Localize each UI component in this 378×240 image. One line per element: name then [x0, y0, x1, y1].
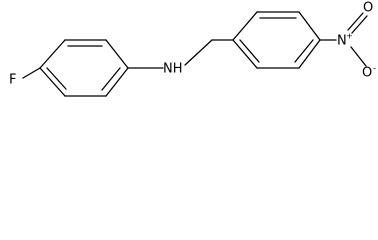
- nitro-nitrogen-label: N: [337, 34, 347, 49]
- nitro-oxygen-top-label: O: [363, 1, 373, 16]
- ring2-double-3: [239, 39, 260, 63]
- ring1-bond-1: [39, 39, 66, 69]
- fluorophenyl-ring: [22, 39, 129, 97]
- fluorine-label: F: [9, 73, 16, 88]
- ring2-bond-4: [298, 39, 321, 69]
- nitro-minus-charge: -: [373, 64, 376, 73]
- ring1-bond-6: [39, 67, 66, 97]
- ring1-bond-4: [105, 67, 129, 97]
- nitro-plus-charge: +: [346, 32, 353, 41]
- ring2-bond-1: [232, 11, 258, 41]
- nitrophenyl-ring: [232, 11, 321, 69]
- amine-label: NH: [163, 62, 183, 77]
- nitro-oxygen-bottom-label: O: [362, 66, 372, 81]
- bond-nitro-n-o-top: [351, 15, 368, 34]
- ring1-double-3: [46, 67, 67, 90]
- bond-n-ch2: [184, 39, 213, 66]
- ring2-bond-3: [298, 11, 321, 41]
- bond-f-c1: [22, 67, 41, 79]
- structure-diagram: F NH N + O O -: [9, 1, 376, 97]
- ring2-double-2: [294, 39, 314, 63]
- bond-nitro-n-o-bottom: [350, 46, 367, 67]
- ring1-bond-3: [105, 39, 129, 69]
- ring2-bond-6: [232, 39, 258, 69]
- bond-nitro-n-o-top-double: [347, 12, 364, 31]
- amine-linker: [127, 39, 234, 69]
- nitro-group: [319, 12, 368, 67]
- ring1-double-2: [101, 67, 121, 91]
